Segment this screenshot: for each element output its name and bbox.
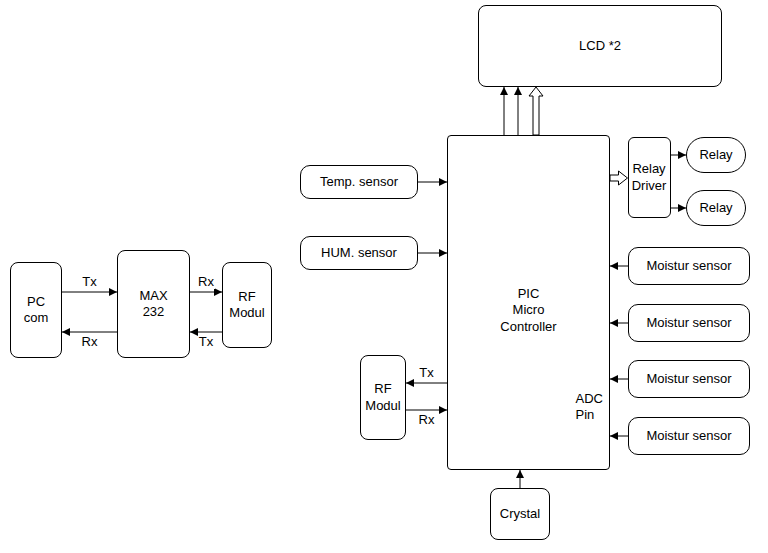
node-label: Crystal <box>500 506 540 522</box>
signal-arrow <box>504 87 505 135</box>
driver-box: Relay Driver <box>628 137 671 218</box>
crystal-box: Crystal <box>490 488 550 540</box>
signal-arrow <box>406 410 447 411</box>
signal-label: Rx <box>197 275 215 289</box>
node-label: LCD *2 <box>579 38 621 54</box>
signal-arrow <box>518 87 519 135</box>
signal-label: Tx <box>198 335 214 349</box>
node-label: Moistur sensor <box>646 258 731 274</box>
node-label: Relay Driver <box>632 161 667 194</box>
sensor-box: Moistur sensor <box>628 360 750 398</box>
rf-module-box: RF Modul <box>360 355 406 440</box>
signal-arrow <box>418 253 447 254</box>
signal-arrow <box>610 379 628 380</box>
node-label: Moistur sensor <box>646 371 731 387</box>
node-label: MAX 232 <box>139 288 167 321</box>
node-label: PC com <box>24 294 49 327</box>
relay-oval: Relay <box>686 137 746 173</box>
signal-arrow <box>520 470 521 488</box>
converter-box: MAX 232 <box>117 250 190 358</box>
sensor-box: HUM. sensor <box>300 236 418 270</box>
sensor-box: Temp. sensor <box>300 165 418 199</box>
rf-module-box: RF Modul <box>222 262 272 348</box>
signal-arrow <box>406 383 447 384</box>
node-label: Moistur sensor <box>646 428 731 444</box>
node-label: Temp. sensor <box>320 174 398 190</box>
bus-arrow <box>529 87 543 135</box>
signal-arrow <box>62 332 117 333</box>
signal-arrow <box>671 155 687 156</box>
signal-arrow <box>671 208 687 209</box>
node-label: RF Modul <box>229 289 264 322</box>
signal-arrow <box>610 323 628 324</box>
node-label: Moistur sensor <box>646 315 731 331</box>
relay-oval: Relay <box>686 190 746 226</box>
signal-label: Rx <box>418 413 436 427</box>
signal-label: Tx <box>81 275 97 289</box>
node-label: RF Modul <box>365 381 400 414</box>
signal-arrow <box>418 182 447 183</box>
signal-arrow <box>610 266 628 267</box>
signal-label: Rx <box>81 335 99 349</box>
sensor-box: Moistur sensor <box>628 247 750 285</box>
node-label: PIC Micro Controller <box>500 286 556 335</box>
node-label: Relay <box>699 147 732 163</box>
terminal-box: PC com <box>10 262 62 358</box>
node-label: HUM. sensor <box>321 245 397 261</box>
controller-box: PIC Micro ControllerADC Pin <box>447 135 610 470</box>
signal-arrow <box>190 292 222 293</box>
sensor-box: Moistur sensor <box>628 417 750 455</box>
signal-arrow <box>62 292 117 293</box>
display-box: LCD *2 <box>478 5 722 87</box>
signal-arrow <box>610 436 628 437</box>
bus-arrow <box>610 171 628 185</box>
signal-label: Tx <box>418 366 434 380</box>
pin-label: ADC Pin <box>576 391 603 424</box>
signal-arrow <box>190 332 222 333</box>
node-label: Relay <box>699 200 732 216</box>
sensor-box: Moistur sensor <box>628 304 750 342</box>
